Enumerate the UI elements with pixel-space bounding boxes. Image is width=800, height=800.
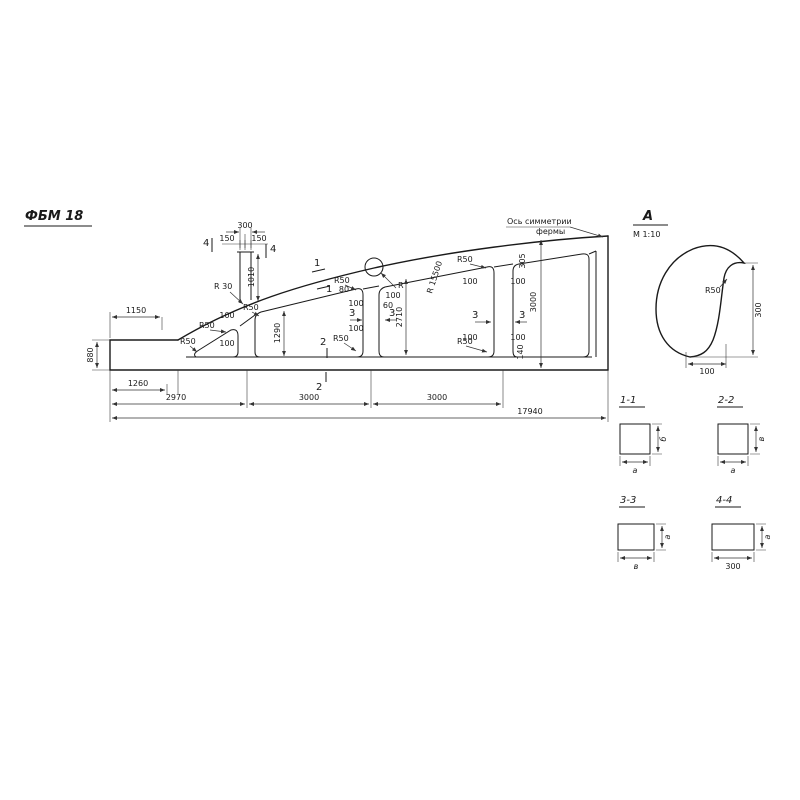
section-1-1-title: 1-1: [620, 395, 636, 406]
detail-a-dim-300: 300: [754, 302, 763, 317]
dim-1290: 1290: [273, 323, 282, 343]
detail-a-r50-leader: [719, 278, 728, 288]
cut-label-1-top: 1: [314, 258, 320, 269]
dim-2970: 2970: [166, 393, 186, 402]
detail-a-radius-50: R50: [705, 286, 721, 295]
symmetry-leader: [569, 226, 604, 238]
section-3-3-title: 3-3: [620, 495, 636, 506]
dim-3000-a: 3000: [299, 393, 319, 402]
section-3-3: 3-3 в а: [617, 495, 672, 571]
section-4-4-height: а: [763, 534, 772, 539]
section-4-4-square: [711, 523, 755, 551]
section-2-2: 2-2 а в: [717, 395, 766, 475]
dim-100-4: 100: [348, 324, 363, 333]
section-1-1: 1-1 а б: [619, 395, 668, 475]
dim-100-5: 100: [462, 277, 477, 286]
dim-100-8: 100: [510, 333, 525, 342]
section-3-3-height: а: [663, 534, 672, 539]
detail-a-dim-100: 100: [699, 367, 714, 376]
section-3-3-square: [617, 523, 655, 551]
dim-100-7: 100: [510, 277, 525, 286]
radius-50-c: R50: [199, 321, 215, 330]
radius-50-a: R50: [334, 276, 350, 285]
cut-label-2-top: 2: [320, 337, 326, 348]
cut-label-3-c: 3: [472, 310, 478, 321]
opening-2: [254, 288, 364, 358]
r30-leader: [229, 291, 244, 305]
radius-50-f: R50: [457, 255, 473, 264]
main-view: 300 150 150 4 4 1010 1290 R 30 1150 880 …: [86, 217, 758, 422]
rib-top-connectors: [239, 250, 597, 327]
dim-100-2: 100: [219, 339, 234, 348]
node-hole-circle: [364, 257, 384, 277]
section-2-2-width: а: [731, 466, 736, 475]
detail-a-shape: [655, 245, 746, 358]
radius-30: R 30: [214, 282, 232, 291]
dim-1150: 1150: [126, 306, 146, 315]
section-4-4: 4-4 300 а: [711, 495, 772, 571]
radius-50-d: R50: [180, 337, 196, 346]
section-1-1-square: [619, 423, 651, 455]
section-2-2-title: 2-2: [718, 395, 734, 406]
opening-1: [194, 329, 239, 358]
detail-a-title: А: [642, 209, 653, 224]
dim-60: 60: [383, 301, 393, 310]
dim-150-right: 150: [251, 234, 266, 243]
section-2-2-square: [717, 423, 749, 455]
dim-3000-vert: 3000: [529, 292, 538, 312]
dim-2710: 2710: [395, 307, 404, 327]
opening-4: [512, 253, 590, 358]
radius-50-e: R50: [333, 334, 349, 343]
dim-100-1: 100: [219, 311, 234, 320]
extension-lines: [92, 228, 758, 422]
radius-letter: R: [398, 281, 404, 290]
cut-label-2-bottom: 2: [316, 382, 322, 393]
dim-3000-b: 3000: [427, 393, 447, 402]
dim-100-3: 100: [348, 299, 363, 308]
top-post: [237, 251, 254, 303]
section-4-4-title: 4-4: [716, 495, 732, 506]
dim-1010: 1010: [247, 267, 256, 287]
detail-a-scale: М 1:10: [633, 230, 660, 239]
dim-17940: 17940: [517, 407, 542, 416]
section-1-1-height: б: [659, 436, 668, 441]
symmetry-note-line1: Ось симметрии: [507, 217, 572, 226]
dim-880: 880: [86, 347, 95, 362]
cut-label-3-a: 3: [349, 308, 355, 319]
dim-1260: 1260: [128, 379, 148, 388]
cut-label-4-left: 4: [203, 238, 209, 249]
cut-label-1-bottom: 1: [326, 284, 332, 295]
hole-leader: [380, 272, 397, 289]
dim-80: 80: [339, 285, 349, 294]
dim-150-left: 150: [219, 234, 234, 243]
symmetry-note-line2: фермы: [536, 227, 565, 236]
detail-a: А М 1:10 R50 300 100: [633, 209, 763, 376]
radius-50-b: R50: [243, 303, 259, 312]
radius-50-g: R50: [457, 337, 473, 346]
cut-label-3-d: 3: [519, 310, 525, 321]
dim-100-hole: 100: [385, 291, 400, 300]
dim-305: 305: [518, 253, 527, 268]
cut-label-4-right: 4: [270, 244, 276, 255]
section-4-4-width: 300: [725, 562, 740, 571]
drawing-title: ФБМ 18: [25, 209, 83, 224]
cut-label-3-b: 3: [389, 308, 395, 319]
section-1-1-width: а: [633, 466, 638, 475]
section-2-2-height: в: [757, 436, 766, 441]
dim-300: 300: [237, 221, 252, 230]
section-3-3-width: в: [634, 562, 639, 571]
dim-100-6: 100: [462, 333, 477, 342]
dim-140: 140: [516, 344, 525, 359]
